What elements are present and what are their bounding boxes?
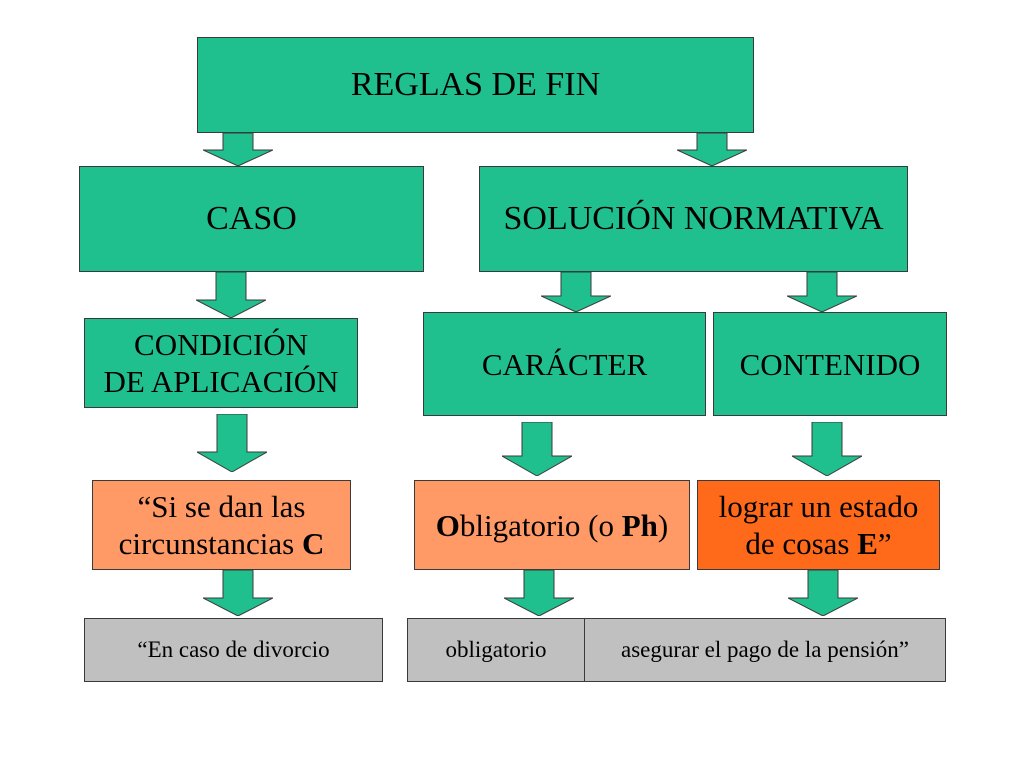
arrow-si-to-divorcio — [203, 570, 273, 616]
pension-label: asegurar el pago de la pensión” — [620, 637, 910, 662]
root-box-reglas-de-fin: REGLAS DE FIN — [197, 37, 754, 133]
si-line2: circunstancias C — [118, 526, 325, 561]
arrow-caracter-to-obligatorio-ph — [502, 422, 572, 476]
arrow-condicion-to-si — [197, 414, 267, 472]
box-caso: CASO — [79, 166, 424, 272]
box-asegurar-pago-pension: asegurar el pago de la pensión” — [584, 618, 946, 682]
arrow-solucion-to-caracter — [541, 272, 611, 312]
divorcio-label: “En caso de divorcio — [137, 637, 330, 662]
box-caracter: CARÁCTER — [423, 312, 706, 416]
arrow-contenido-to-lograr — [792, 422, 862, 476]
lograr-line2: de cosas E” — [745, 526, 892, 561]
arrow-obligatorio-ph-to-obligatorio — [504, 570, 574, 616]
variable-e: E — [857, 526, 878, 561]
arrow-solucion-to-contenido — [787, 272, 857, 312]
box-obligatorio-ph: Obligatorio (o Ph) — [414, 480, 690, 570]
box-lograr-un-estado: lograr un estado de cosas E” — [697, 480, 940, 570]
box-en-caso-de-divorcio: “En caso de divorcio — [84, 618, 383, 682]
contenido-label: CONTENIDO — [739, 346, 921, 382]
solucion-label: SOLUCIÓN NORMATIVA — [503, 200, 884, 237]
arrow-root-to-solucion — [677, 133, 747, 166]
box-si-se-dan-las-circunstancias: “Si se dan las circunstancias C — [92, 480, 351, 570]
obligatorio-label: obligatorio — [445, 637, 547, 662]
root-label: REGLAS DE FIN — [350, 66, 601, 103]
caso-label: CASO — [206, 200, 297, 237]
box-obligatorio: obligatorio — [407, 618, 585, 682]
arrow-root-to-caso — [203, 133, 273, 166]
box-contenido: CONTENIDO — [713, 312, 947, 416]
variable-c: C — [301, 526, 325, 561]
obligatorio-ph-text: Obligatorio (o Ph) — [435, 507, 669, 543]
caracter-label: CARÁCTER — [481, 346, 648, 382]
arrow-caso-to-condicion — [196, 272, 266, 318]
box-solucion-normativa: SOLUCIÓN NORMATIVA — [479, 166, 908, 272]
si-line1: “Si se dan las — [137, 489, 306, 524]
condicion-line2: DE APLICACIÓN — [103, 364, 339, 399]
condicion-line1: CONDICIÓN — [134, 327, 308, 362]
box-condicion-de-aplicacion: CONDICIÓN DE APLICACIÓN — [84, 318, 358, 408]
lograr-line1: lograr un estado — [718, 489, 919, 524]
arrow-lograr-to-pension — [788, 570, 858, 616]
